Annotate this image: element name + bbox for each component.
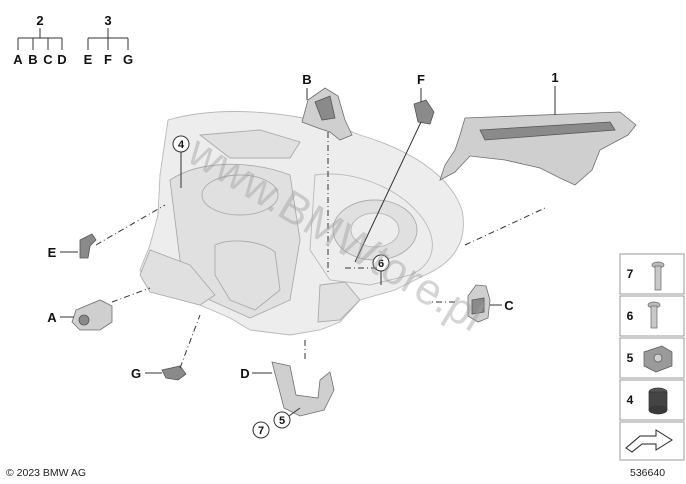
part-g: G [131, 365, 187, 381]
svg-text:7: 7 [627, 267, 634, 281]
part-b: B [301, 72, 353, 141]
group-2-letter-b: B [28, 52, 37, 67]
grommet-icon [648, 387, 668, 415]
label-a: A [47, 310, 57, 325]
clip-nut-icon [643, 345, 673, 373]
circled-7: 7 [252, 421, 270, 439]
headlight-housing [139, 111, 464, 336]
label-d: D [240, 366, 249, 381]
part-c: C [467, 284, 514, 323]
group-3-number: 3 [104, 13, 111, 28]
group-2-number: 2 [36, 13, 43, 28]
screw-long-icon [651, 261, 665, 291]
label-part-1: 1 [551, 70, 558, 85]
assembly-lines [95, 121, 546, 369]
svg-text:6: 6 [378, 258, 384, 270]
circled-6: 6 [372, 254, 390, 285]
circled-4: 4 [172, 135, 190, 188]
group-2-tree: 2 A B C D [13, 13, 66, 67]
svg-text:4: 4 [178, 139, 185, 151]
svg-text:5: 5 [627, 351, 634, 365]
part-1-bracket: 1 [439, 70, 637, 186]
label-b: B [302, 72, 311, 87]
arrow-bracket-icon [625, 429, 673, 453]
svg-text:5: 5 [279, 415, 285, 427]
group-2-letter-c: C [43, 52, 53, 67]
legend-item-7 [619, 253, 685, 295]
part-a: A [47, 299, 113, 331]
diagram-id: 536640 [630, 467, 665, 479]
part-e: E [48, 233, 97, 260]
part-d: D [240, 361, 335, 417]
legend: 7 6 5 4 [619, 253, 685, 461]
screw-short-icon [647, 301, 661, 329]
svg-text:4: 4 [627, 393, 634, 407]
label-e: E [48, 245, 57, 260]
group-3-letter-f: F [104, 52, 112, 67]
group-3-tree: 3 E F G [84, 13, 133, 67]
group-2-letter-a: A [13, 52, 23, 67]
svg-text:6: 6 [627, 309, 634, 323]
label-c: C [504, 298, 514, 313]
label-g: G [131, 366, 141, 381]
part-f: F [413, 72, 435, 125]
copyright-text: © 2023 BMW AG [6, 467, 86, 479]
svg-text:7: 7 [258, 425, 264, 437]
label-f: F [417, 72, 425, 87]
group-3-letter-e: E [84, 52, 93, 67]
circled-5: 5 [273, 407, 301, 429]
group-3-letter-g: G [123, 52, 133, 67]
group-2-letter-d: D [57, 52, 66, 67]
